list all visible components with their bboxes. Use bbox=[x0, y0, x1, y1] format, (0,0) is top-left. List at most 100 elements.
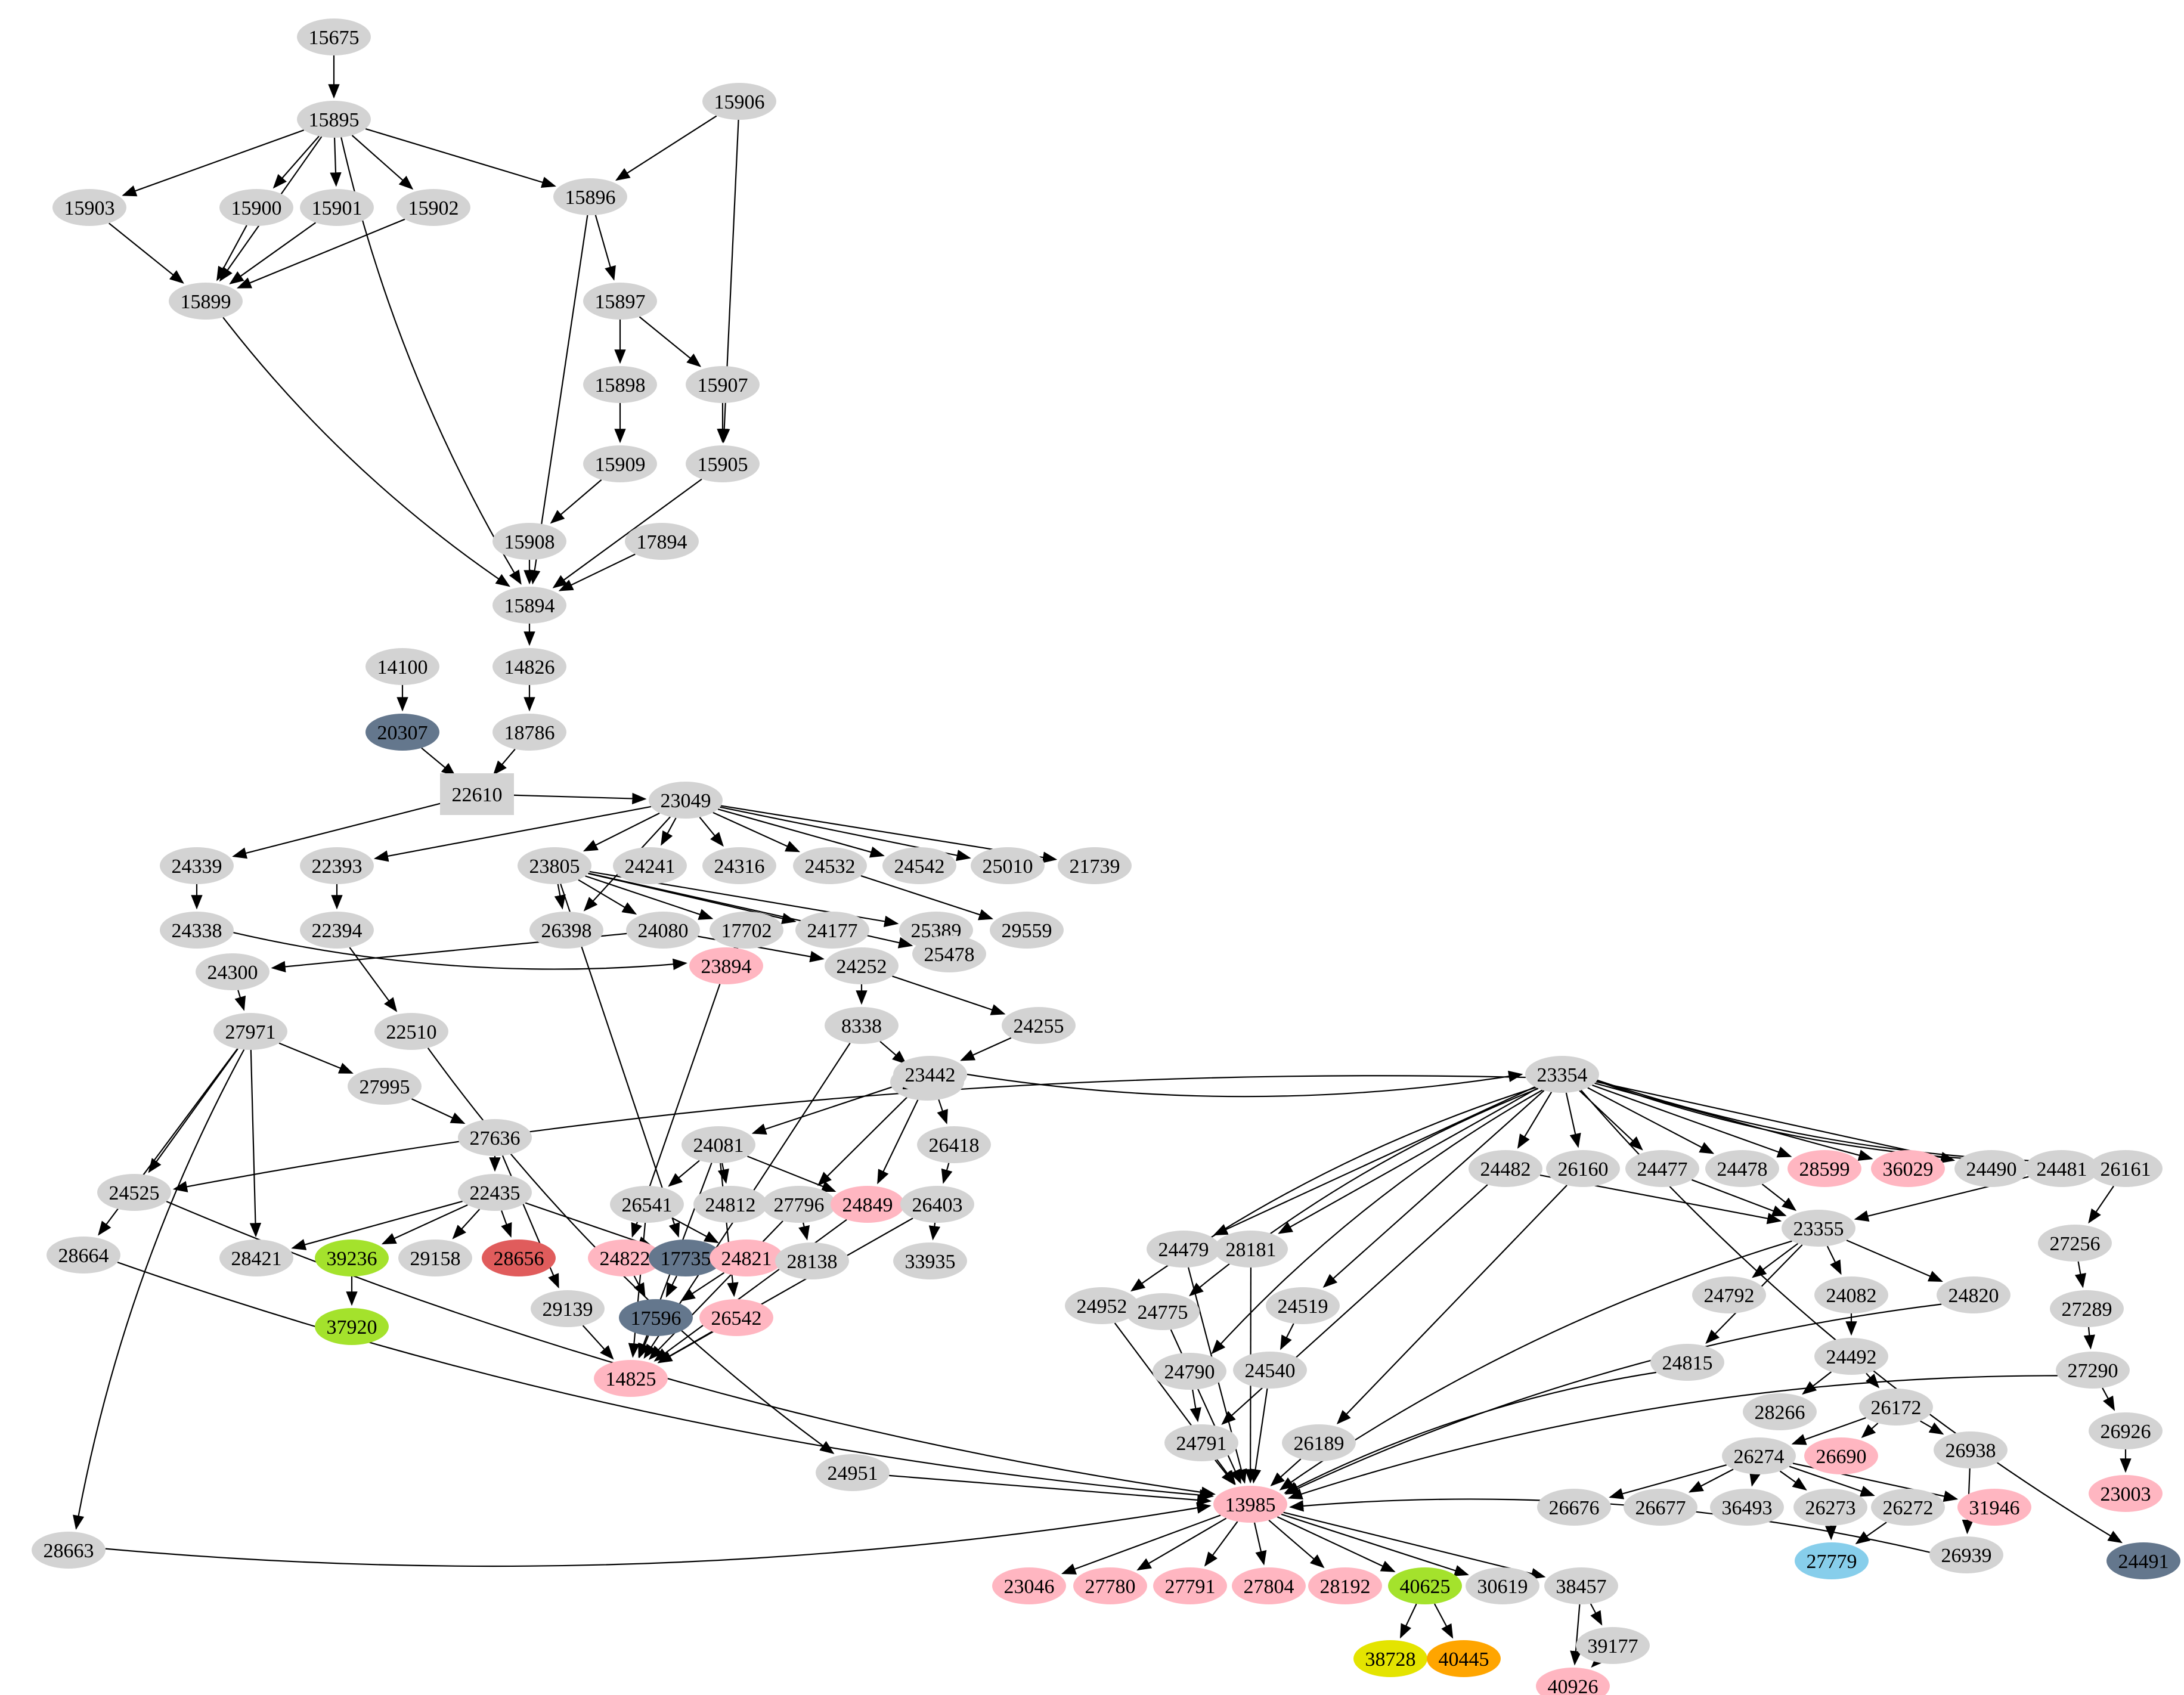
edge-24492-28266 bbox=[1802, 1371, 1832, 1395]
edge-23354-28599 bbox=[1591, 1084, 1792, 1158]
node-24951: 24951 bbox=[816, 1454, 890, 1491]
node-15906: 15906 bbox=[702, 83, 776, 120]
node-shape-22610 bbox=[440, 773, 514, 815]
node-shape-24792 bbox=[1692, 1276, 1766, 1313]
node-shape-40625 bbox=[1388, 1567, 1462, 1604]
node-shape-24822 bbox=[588, 1240, 662, 1276]
node-15895: 15895 bbox=[297, 101, 371, 138]
edge-23354-26161 bbox=[1597, 1079, 2089, 1168]
node-23003: 23003 bbox=[2089, 1475, 2163, 1512]
edge-22394-22510 bbox=[349, 947, 398, 1012]
node-24478: 24478 bbox=[1705, 1150, 1779, 1187]
node-26172: 26172 bbox=[1859, 1389, 1933, 1426]
node-28266: 28266 bbox=[1743, 1393, 1817, 1430]
node-24820: 24820 bbox=[1937, 1276, 2010, 1313]
edge-15897-15907 bbox=[639, 316, 702, 367]
node-shape-26189 bbox=[1282, 1424, 1356, 1461]
node-shape-24820 bbox=[1937, 1276, 2010, 1313]
node-shape-29139 bbox=[531, 1290, 605, 1327]
node-24775: 24775 bbox=[1126, 1293, 1200, 1330]
node-shape-24490 bbox=[1954, 1150, 2028, 1187]
edge-24822-17596 bbox=[633, 1275, 646, 1298]
node-15900: 15900 bbox=[219, 189, 293, 226]
node-26676: 26676 bbox=[1537, 1489, 1611, 1526]
edge-40625-38728 bbox=[1399, 1603, 1417, 1639]
node-26541: 26541 bbox=[610, 1186, 684, 1223]
node-shape-15908 bbox=[492, 523, 566, 560]
edge-15895-15900 bbox=[272, 135, 320, 189]
edge-22435-17735 bbox=[525, 1202, 653, 1248]
node-24082: 24082 bbox=[1814, 1276, 1888, 1313]
node-shape-38457 bbox=[1544, 1567, 1618, 1604]
node-shape-23003 bbox=[2089, 1475, 2163, 1512]
edge-26541-24821 bbox=[671, 1217, 719, 1244]
edge-23442-24849 bbox=[877, 1092, 922, 1185]
node-shape-24252 bbox=[825, 947, 899, 984]
node-29139: 29139 bbox=[531, 1290, 605, 1327]
node-shape-27971 bbox=[213, 1013, 287, 1050]
node-shape-33935 bbox=[893, 1242, 967, 1279]
edge-15903-15899 bbox=[109, 222, 184, 284]
node-shape-23354 bbox=[1525, 1056, 1599, 1093]
edge-39177-40926 bbox=[1591, 1653, 1606, 1668]
node-27290: 27290 bbox=[2056, 1352, 2130, 1389]
edge-24951-13985 bbox=[889, 1474, 1212, 1506]
edge-26172-26690 bbox=[1861, 1423, 1879, 1439]
edge-24081-26541 bbox=[668, 1160, 700, 1187]
node-24492: 24492 bbox=[1814, 1338, 1888, 1375]
node-shape-24519 bbox=[1266, 1287, 1340, 1324]
node-15898: 15898 bbox=[583, 366, 657, 403]
node-shape-26272 bbox=[1871, 1489, 1945, 1526]
node-28138: 28138 bbox=[775, 1242, 849, 1279]
edge-22435-29158 bbox=[452, 1208, 481, 1240]
node-28663: 28663 bbox=[32, 1532, 106, 1569]
node-shape-24812 bbox=[693, 1186, 767, 1223]
edge-15895-15902 bbox=[351, 135, 414, 190]
node-shape-15675 bbox=[297, 18, 371, 55]
node-23049: 23049 bbox=[649, 782, 723, 819]
node-15902: 15902 bbox=[396, 189, 470, 226]
node-20307: 20307 bbox=[365, 714, 439, 751]
edge-8338-28097 bbox=[879, 1040, 907, 1065]
node-24080: 24080 bbox=[626, 912, 700, 949]
node-26938: 26938 bbox=[1934, 1431, 2008, 1468]
node-shape-26541 bbox=[610, 1186, 684, 1223]
node-shape-15894 bbox=[492, 587, 566, 624]
edge-26172-26938 bbox=[1920, 1420, 1944, 1435]
node-shape-24815 bbox=[1650, 1344, 1724, 1381]
node-shape-24339 bbox=[160, 847, 234, 884]
edge-23354-24478 bbox=[1587, 1087, 1715, 1154]
edge-23354-24525 bbox=[172, 1075, 1526, 1192]
node-shape-26172 bbox=[1859, 1389, 1933, 1426]
edge-15896-15894 bbox=[529, 215, 588, 585]
node-28599: 28599 bbox=[1788, 1150, 1861, 1187]
node-shape-24255 bbox=[1002, 1007, 1076, 1044]
node-26403: 26403 bbox=[900, 1186, 974, 1223]
node-27971: 27971 bbox=[213, 1013, 287, 1050]
node-17894: 17894 bbox=[625, 523, 699, 560]
node-shape-14100 bbox=[365, 648, 439, 685]
edge-15905-15894 bbox=[552, 478, 702, 588]
node-shape-15909 bbox=[583, 445, 657, 482]
edge-15895-15901 bbox=[330, 137, 342, 187]
node-shape-23046 bbox=[992, 1567, 1066, 1604]
node-shape-26939 bbox=[1929, 1536, 2003, 1573]
node-shape-17735 bbox=[649, 1240, 723, 1276]
node-shape-14826 bbox=[492, 648, 566, 685]
node-28656: 28656 bbox=[482, 1240, 556, 1276]
node-shape-31946 bbox=[1957, 1489, 2031, 1526]
node-shape-15907 bbox=[686, 366, 760, 403]
node-22435: 22435 bbox=[458, 1174, 532, 1211]
node-24241: 24241 bbox=[613, 847, 687, 884]
edge-15906-15896 bbox=[615, 115, 717, 181]
node-26189: 26189 bbox=[1282, 1424, 1356, 1461]
node-26398: 26398 bbox=[529, 912, 603, 949]
node-14826: 14826 bbox=[492, 648, 566, 685]
node-shape-26274 bbox=[1722, 1437, 1796, 1474]
node-shape-15906 bbox=[702, 83, 776, 120]
node-26274: 26274 bbox=[1722, 1437, 1796, 1474]
node-15909: 15909 bbox=[583, 445, 657, 482]
node-shape-28266 bbox=[1743, 1393, 1817, 1430]
node-24255: 24255 bbox=[1002, 1007, 1076, 1044]
node-26677: 26677 bbox=[1624, 1489, 1697, 1526]
